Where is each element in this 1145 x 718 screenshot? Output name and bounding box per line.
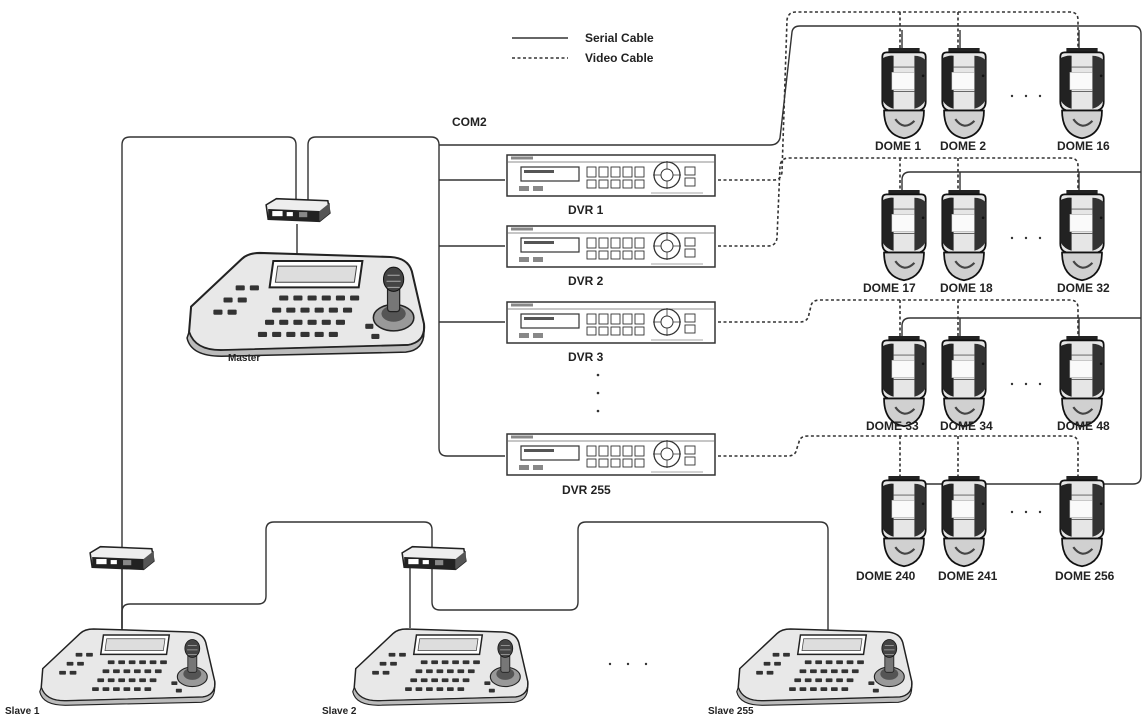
dome-32-label: DOME 32 <box>1057 281 1110 295</box>
dome-camera-48 <box>1059 336 1105 428</box>
dome-camera-18 <box>941 190 987 282</box>
master-keyboard <box>186 251 426 358</box>
dome-camera-241 <box>941 476 987 568</box>
dome-34-label: DOME 34 <box>940 419 993 433</box>
dome-camera-34 <box>941 336 987 428</box>
dvr-3-label: DVR 3 <box>568 350 604 364</box>
dvr-ellipsis <box>596 373 600 413</box>
dome-1-label: DOME 1 <box>875 139 921 153</box>
dome-2-label: DOME 2 <box>940 139 986 153</box>
slave-255-label: Slave 255 <box>708 706 754 717</box>
dome-ellipsis <box>1010 382 1042 386</box>
dome-48-label: DOME 48 <box>1057 419 1110 433</box>
dome-ellipsis <box>1010 236 1042 240</box>
dome-camera-17 <box>881 190 927 282</box>
dvr-2 <box>506 225 716 268</box>
com2-label: COM2 <box>452 115 487 129</box>
dome-camera-16 <box>1059 48 1105 140</box>
dome-17-label: DOME 17 <box>863 281 916 295</box>
dome-camera-240 <box>881 476 927 568</box>
dome-ellipsis <box>1010 510 1042 514</box>
dome-camera-1 <box>881 48 927 140</box>
dvr-255-label: DVR 255 <box>562 483 611 497</box>
dome-camera-33 <box>881 336 927 428</box>
slave-1-junction-box <box>89 545 155 571</box>
slave-2-junction-box <box>401 545 467 571</box>
dome-240-label: DOME 240 <box>856 569 916 583</box>
dome-16-label: DOME 16 <box>1057 139 1110 153</box>
dome-camera-2 <box>941 48 987 140</box>
dvr-3 <box>506 301 716 344</box>
dvr-2-label: DVR 2 <box>568 274 604 288</box>
master-label: Master <box>228 353 260 364</box>
dome-ellipsis <box>1010 94 1042 98</box>
slave-2-label: Slave 2 <box>322 706 357 717</box>
slave-1-keyboard <box>38 627 216 706</box>
dome-18-label: DOME 18 <box>940 281 993 295</box>
dome-camera-32 <box>1059 190 1105 282</box>
dvr-1-label: DVR 1 <box>568 203 604 217</box>
dvr-1 <box>506 154 716 197</box>
serial-cable-legend-label: Serial Cable <box>585 31 654 45</box>
dome-33-label: DOME 33 <box>866 419 919 433</box>
slave-2-keyboard <box>351 627 529 706</box>
slave-255-keyboard <box>735 627 913 706</box>
slave-1-label: Slave 1 <box>5 706 40 717</box>
video-cables <box>718 11 1079 500</box>
video-cable-legend-label: Video Cable <box>585 51 654 65</box>
dome-241-label: DOME 241 <box>938 569 998 583</box>
master-junction-box <box>265 197 331 223</box>
slave-ellipsis <box>608 662 648 666</box>
dome-camera-256 <box>1059 476 1105 568</box>
legend: Serial Cable Video Cable <box>512 31 654 65</box>
dvr-255 <box>506 433 716 476</box>
dome-256-label: DOME 256 <box>1055 569 1115 583</box>
